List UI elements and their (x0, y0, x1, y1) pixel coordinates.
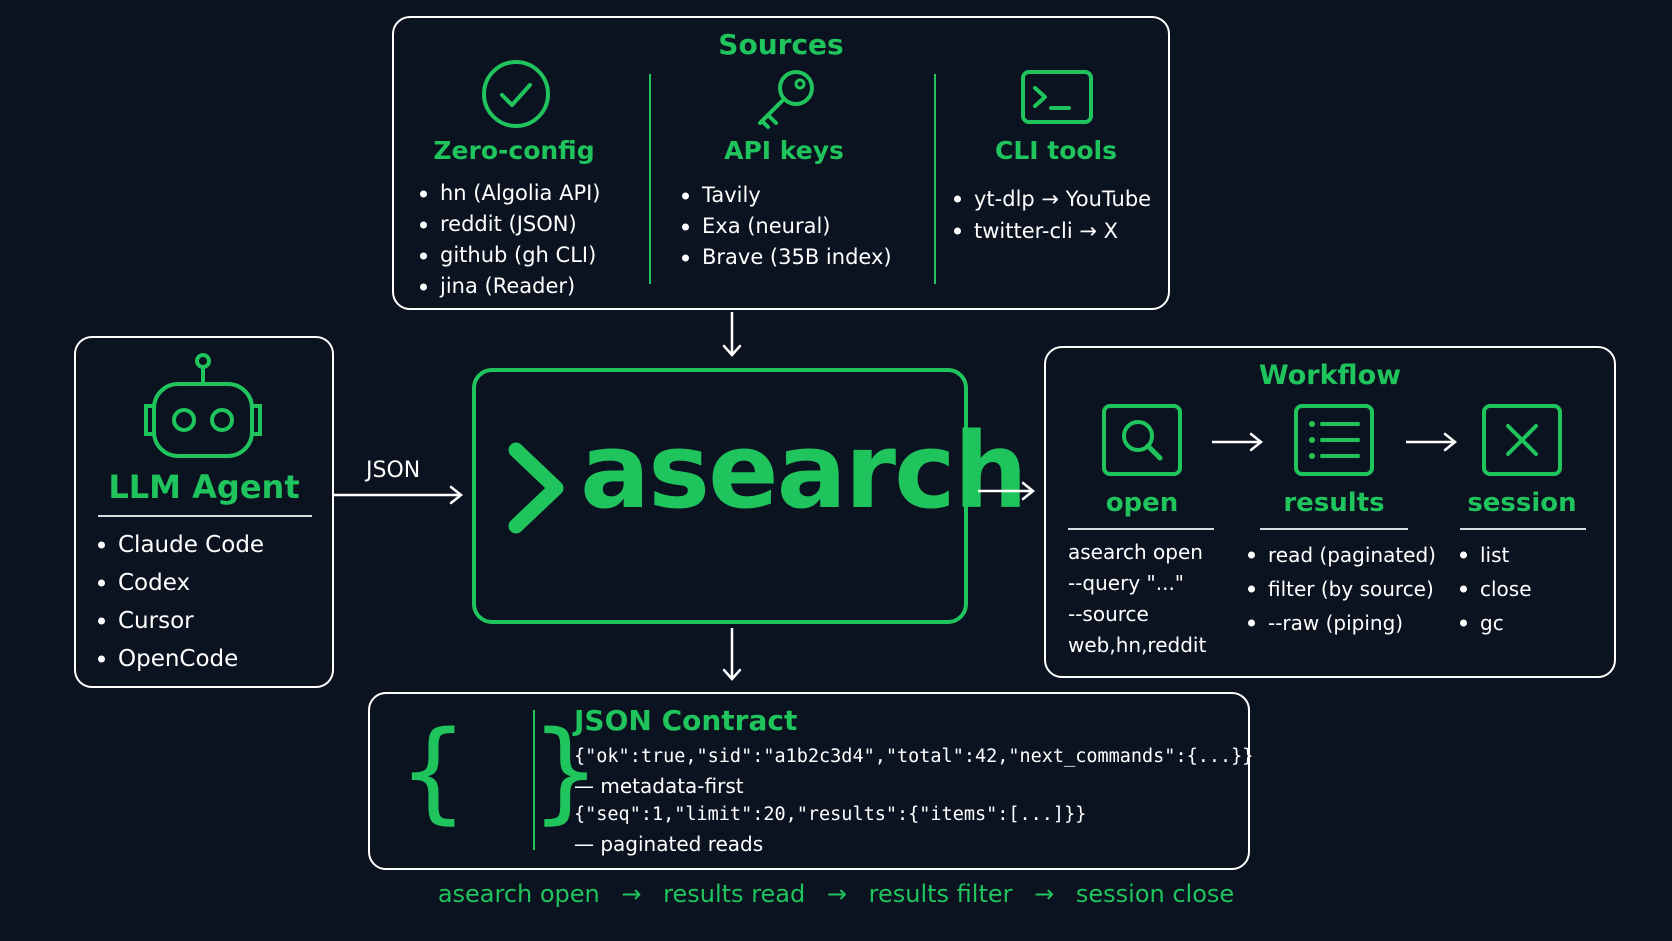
list-item: twitter-cli → X (950, 215, 1151, 247)
pipeline-step: session close (1075, 880, 1235, 908)
core-name: asearch (580, 410, 1028, 532)
pipeline-step: results filter (868, 880, 1013, 908)
workflow-title: Workflow (1258, 360, 1402, 391)
open-command-line: asearch open (1068, 540, 1203, 564)
open-command-line: --source (1068, 602, 1149, 626)
column-divider (934, 74, 936, 284)
divider (1460, 528, 1586, 530)
agent-list: Claude Code Codex Cursor OpenCode (94, 526, 264, 678)
contract-title: JSON Contract (574, 704, 798, 737)
arrow-down-icon (722, 628, 742, 681)
contract-line: — paginated reads (574, 832, 764, 856)
arrow-right-icon (1212, 432, 1264, 452)
zero-config-list: hn (Algolia API) reddit (JSON) github (g… (416, 178, 601, 302)
session-list: list close gc (1456, 538, 1532, 640)
list-item: Codex (94, 564, 264, 602)
contract-line: {"ok":true,"sid":"a1b2c3d4","total":42,"… (574, 746, 1254, 767)
list-item: Cursor (94, 602, 264, 640)
column-divider (649, 74, 651, 284)
results-list: read (paginated) filter (by source) --ra… (1244, 538, 1436, 640)
arrow-right-icon (978, 481, 1036, 501)
list-item: gc (1456, 606, 1532, 640)
open-command-line: web,hn,reddit (1068, 633, 1207, 657)
arrow-down-icon (722, 312, 742, 357)
agent-panel: LLM Agent Claude Code Codex Cursor OpenC… (74, 336, 334, 688)
list-item: yt-dlp → YouTube (950, 183, 1151, 215)
divider (98, 515, 312, 517)
agent-title: LLM Agent (108, 468, 300, 506)
step-label: session (1467, 488, 1577, 518)
robot-icon (144, 353, 262, 458)
edge-label: JSON (366, 458, 421, 483)
cli-tools-list: yt-dlp → YouTube twitter-cli → X (950, 183, 1151, 247)
contract-line: {"seq":1,"limit":20,"results":{"items":[… (574, 804, 1087, 825)
list-item: list (1456, 538, 1532, 572)
close-x-icon (1482, 404, 1562, 476)
search-icon (1102, 404, 1182, 476)
list-item: --raw (piping) (1244, 606, 1436, 640)
list-item: OpenCode (94, 640, 264, 678)
arrow-right-icon (334, 485, 464, 505)
open-command-line: --query "..." (1068, 571, 1184, 595)
workflow-panel: Workflow open asearch open --query "..."… (1044, 346, 1616, 678)
list-item: read (paginated) (1244, 538, 1436, 572)
api-keys-list: Tavily Exa (neural) Brave (35B index) (678, 180, 892, 273)
asearch-core: asearch (472, 368, 1028, 624)
list-item: close (1456, 572, 1532, 606)
step-label: open (1105, 488, 1179, 518)
arrow-right-icon: → (826, 880, 847, 908)
braces-icon: { } (400, 707, 599, 835)
list-item: hn (Algolia API) (416, 178, 601, 209)
step-label: results (1283, 488, 1385, 518)
list-item: Tavily (678, 180, 892, 211)
contract-line: — metadata-first (574, 774, 744, 798)
sources-title: Sources (718, 28, 844, 61)
terminal-icon (1021, 70, 1093, 124)
list-item: Exa (neural) (678, 211, 892, 242)
arrow-right-icon: → (1034, 880, 1055, 908)
key-icon (758, 70, 814, 129)
list-item: filter (by source) (1244, 572, 1436, 606)
check-circle-icon (482, 60, 550, 128)
list-item: Brave (35B index) (678, 242, 892, 273)
source-column-label: Zero-config (433, 136, 595, 165)
list-icon (1294, 404, 1374, 476)
divider (1068, 528, 1214, 530)
list-item: reddit (JSON) (416, 209, 601, 240)
divider (1260, 528, 1408, 530)
pipeline-step: asearch open (437, 880, 600, 908)
arrow-right-icon: → (621, 880, 642, 908)
sources-panel: Sources Zero-config hn (Algolia API) red… (392, 16, 1170, 310)
contract-panel: { } JSON Contract {"ok":true,"sid":"a1b2… (368, 692, 1254, 870)
pipeline-step: results read (663, 880, 806, 908)
source-column-label: API keys (724, 136, 844, 165)
contract-divider (533, 710, 535, 850)
pipeline: asearch open → results read → results fi… (0, 880, 1672, 908)
list-item: github (gh CLI) (416, 240, 601, 271)
source-column-label: CLI tools (994, 136, 1118, 165)
arrow-right-icon (1406, 432, 1458, 452)
prompt-chevron-icon (508, 442, 564, 534)
list-item: jina (Reader) (416, 271, 601, 302)
list-item: Claude Code (94, 526, 264, 564)
